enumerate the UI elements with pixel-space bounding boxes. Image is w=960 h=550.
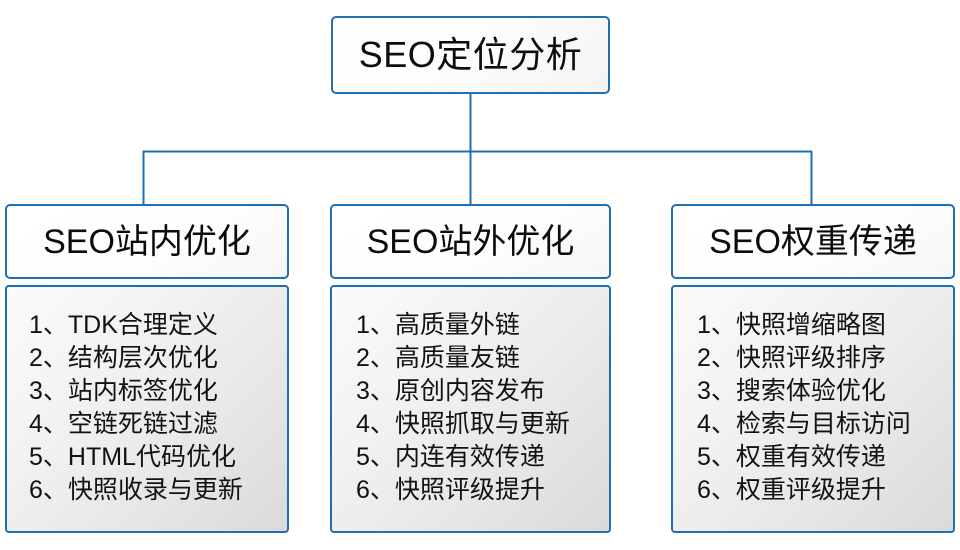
- list-item-text: 快照收录与更新: [67, 476, 243, 504]
- list-item-index: 3、: [697, 377, 736, 405]
- list-item: 5、 HTML代码优化: [29, 441, 287, 474]
- list-item-text: 快照评级排序: [735, 344, 886, 372]
- list-item: 2、 结构层次优化: [29, 342, 287, 375]
- branch-body-3: 1、 快照增缩略图 2、 快照评级排序 3、 搜索体验优化 4、 检索与目标访问…: [671, 285, 955, 533]
- list-item: 5、 权重有效传递: [697, 441, 953, 474]
- list-item-index: 5、: [356, 443, 395, 471]
- list-item-text: 站内标签优化: [67, 377, 218, 405]
- list-item-text: 检索与目标访问: [735, 410, 911, 438]
- list-item-index: 4、: [29, 410, 68, 438]
- list-item-text: TDK合理定义: [67, 311, 218, 339]
- list-item: 3、 站内标签优化: [29, 375, 287, 408]
- list-item-index: 6、: [697, 476, 736, 504]
- list-item: 6、 权重评级提升: [697, 474, 953, 507]
- list-item-index: 6、: [29, 476, 68, 504]
- list-item: 1、 快照增缩略图: [697, 309, 953, 342]
- list-item-index: 4、: [697, 410, 736, 438]
- list-item: 2、 快照评级排序: [697, 342, 953, 375]
- list-item-index: 1、: [697, 311, 736, 339]
- list-item-index: 3、: [29, 377, 68, 405]
- list-item: 1、 TDK合理定义: [29, 309, 287, 342]
- branch-header-2[interactable]: SEO站外优化: [330, 204, 611, 279]
- branch-body-1: 1、 TDK合理定义 2、 结构层次优化 3、 站内标签优化 4、 空链死链过滤…: [5, 285, 289, 533]
- list-item-index: 5、: [29, 443, 68, 471]
- list-item: 3、 原创内容发布: [356, 375, 609, 408]
- root-node-label: SEO定位分析: [358, 34, 583, 75]
- list-item-text: 高质量外链: [394, 311, 520, 339]
- list-item-text: 搜索体验优化: [735, 377, 886, 405]
- branch-header-1[interactable]: SEO站内优化: [5, 204, 289, 279]
- root-node[interactable]: SEO定位分析: [331, 16, 610, 94]
- list-item-index: 5、: [697, 443, 736, 471]
- list-item-text: 快照增缩略图: [735, 311, 886, 339]
- list-item-index: 4、: [356, 410, 395, 438]
- list-item-index: 2、: [356, 344, 395, 372]
- list-item-index: 1、: [356, 311, 395, 339]
- list-item: 4、 快照抓取与更新: [356, 408, 609, 441]
- list-item: 3、 搜索体验优化: [697, 375, 953, 408]
- list-item: 5、 内连有效传递: [356, 441, 609, 474]
- list-item-text: 快照抓取与更新: [394, 410, 570, 438]
- list-item-index: 2、: [697, 344, 736, 372]
- list-item-text: 权重有效传递: [735, 443, 886, 471]
- branch-header-3[interactable]: SEO权重传递: [671, 204, 955, 279]
- list-item-text: 原创内容发布: [394, 377, 545, 405]
- list-item: 4、 空链死链过滤: [29, 408, 287, 441]
- list-item-index: 1、: [29, 311, 68, 339]
- list-item-text: 空链死链过滤: [67, 410, 218, 438]
- list-item: 6、 快照收录与更新: [29, 474, 287, 507]
- branch-column-2: SEO站外优化 1、 高质量外链 2、 高质量友链 3、 原创内容发布 4、 快: [330, 204, 611, 533]
- list-item: 4、 检索与目标访问: [697, 408, 953, 441]
- branch-column-1: SEO站内优化 1、 TDK合理定义 2、 结构层次优化 3、 站内标签优化 4…: [5, 204, 289, 533]
- list-item-text: 快照评级提升: [394, 476, 545, 504]
- list-item-index: 2、: [29, 344, 68, 372]
- branch-item-list-2: 1、 高质量外链 2、 高质量友链 3、 原创内容发布 4、 快照抓取与更新 5…: [332, 309, 609, 507]
- list-item: 1、 高质量外链: [356, 309, 609, 342]
- list-item-text: 结构层次优化: [67, 344, 218, 372]
- branch-body-2: 1、 高质量外链 2、 高质量友链 3、 原创内容发布 4、 快照抓取与更新 5…: [330, 285, 611, 533]
- list-item-index: 6、: [356, 476, 395, 504]
- branch-header-label-2: SEO站外优化: [366, 222, 575, 261]
- branch-header-label-3: SEO权重传递: [709, 222, 917, 261]
- list-item: 6、 快照评级提升: [356, 474, 609, 507]
- list-item-index: 3、: [356, 377, 395, 405]
- list-item-text: 权重评级提升: [735, 476, 886, 504]
- list-item-text: HTML代码优化: [67, 443, 236, 471]
- list-item: 2、 高质量友链: [356, 342, 609, 375]
- branch-item-list-1: 1、 TDK合理定义 2、 结构层次优化 3、 站内标签优化 4、 空链死链过滤…: [7, 309, 287, 507]
- list-item-text: 高质量友链: [394, 344, 520, 372]
- branch-item-list-3: 1、 快照增缩略图 2、 快照评级排序 3、 搜索体验优化 4、 检索与目标访问…: [673, 309, 953, 507]
- list-item-text: 内连有效传递: [394, 443, 545, 471]
- branch-header-label-1: SEO站内优化: [43, 222, 251, 261]
- branch-column-3: SEO权重传递 1、 快照增缩略图 2、 快照评级排序 3、 搜索体验优化 4、: [671, 204, 955, 533]
